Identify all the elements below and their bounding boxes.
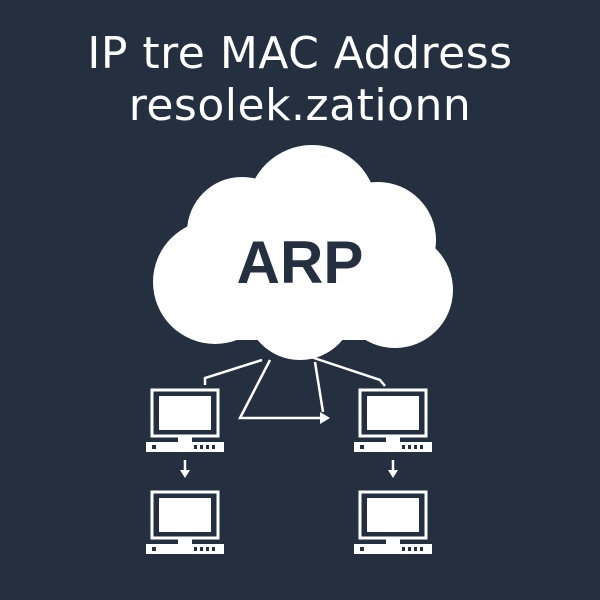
connection-lines (203, 353, 386, 420)
computer-icon (144, 490, 226, 556)
title-line-2: resolek.zationn (128, 80, 472, 131)
computer-icon (144, 388, 226, 454)
computer-icon (352, 490, 434, 556)
arrow-down-icon (388, 460, 398, 478)
cloud-label: ARP (237, 229, 364, 296)
cloud-icon (153, 145, 453, 360)
computer-icon (352, 388, 434, 454)
arrow-right-icon (320, 412, 330, 424)
arrow-down-icon (180, 460, 190, 478)
title-line-1: IP tre MAC Address (87, 28, 513, 79)
